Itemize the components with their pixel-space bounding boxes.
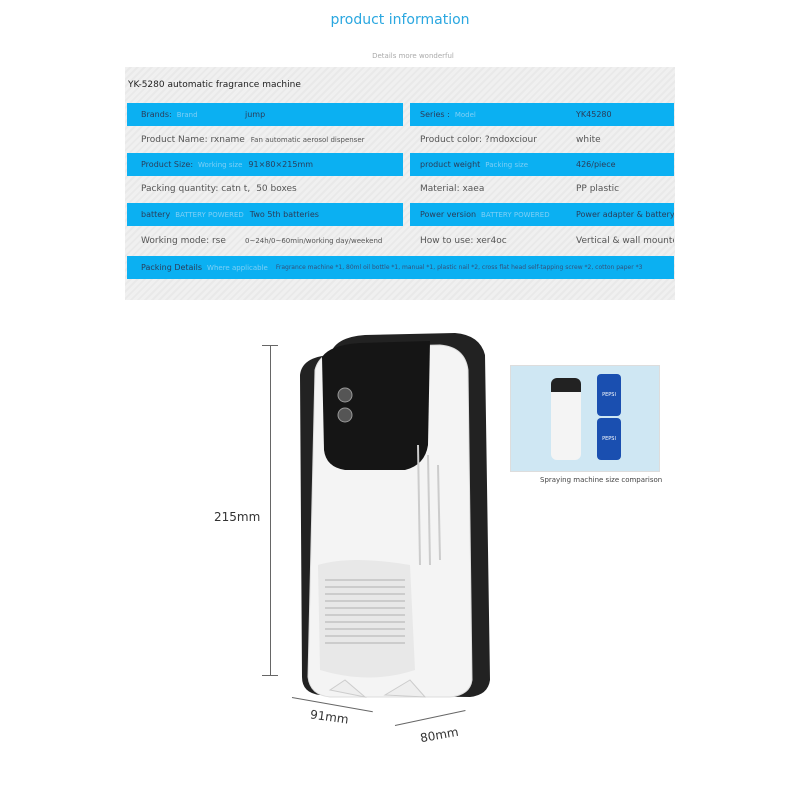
spec-value: jump bbox=[245, 110, 266, 119]
spec-label-group: Working mode: rse bbox=[141, 236, 239, 246]
spec-left-row-0: Brands: Brand jump bbox=[127, 103, 403, 126]
fragrance-dispenser-image bbox=[300, 333, 490, 698]
spec-label: Brands: bbox=[141, 110, 172, 119]
spec-label-group: Material: xaea bbox=[420, 184, 570, 194]
packing-label: Packing Details bbox=[141, 263, 203, 272]
foot bbox=[383, 679, 427, 698]
packing-label-group: Packing Details Where applicable bbox=[141, 263, 268, 272]
spec-label: Product color: ?mdoxciour bbox=[420, 134, 537, 145]
spec-label-group: Series : Model bbox=[420, 110, 570, 119]
height-tick-top bbox=[262, 345, 278, 346]
vent-panel bbox=[318, 560, 415, 678]
spec-label: Power version bbox=[420, 210, 477, 219]
height-dimension-line bbox=[270, 345, 271, 675]
size-comparison-image: PEPSI PEPSI bbox=[510, 365, 660, 472]
section-title: product information bbox=[330, 12, 470, 28]
height-tick-bottom bbox=[262, 675, 278, 676]
spec-label: Packing quantity: catn t, bbox=[141, 183, 251, 194]
depth-label: 80mm bbox=[419, 724, 460, 746]
spec-label: Product Size: bbox=[141, 160, 194, 169]
spec-right-row-0: Series : Model YK45280 bbox=[410, 103, 674, 126]
spec-left-row-2: Product Size: Working size 91×80×215mm bbox=[127, 153, 403, 176]
button-icon bbox=[337, 407, 353, 423]
spec-hint: Packing size bbox=[485, 160, 529, 169]
button-icon bbox=[337, 387, 353, 403]
spec-label-group: product weight Packing size bbox=[420, 160, 570, 169]
packing-value: Fragrance machine *1, 80ml oil bottle *1… bbox=[275, 263, 643, 271]
spec-right-row-5: How to use: xer4oc Vertical & wall mounte… bbox=[410, 229, 674, 252]
comparison-caption: Spraying machine size comparison bbox=[540, 476, 663, 484]
spec-label-group: Power version BATTERY POWERED bbox=[420, 210, 570, 219]
spec-left-row-4: battery BATTERY POWERED Two 5th batteries bbox=[127, 203, 403, 226]
spec-value: white bbox=[576, 134, 601, 145]
spec-left-row-3: Packing quantity: catn t, 50 boxes bbox=[127, 177, 403, 200]
spec-value: 0~24h/0~60min/working day/weekend bbox=[245, 236, 383, 245]
spec-left-row-1: Product Name: rxname Fan automatic aeroso… bbox=[127, 128, 403, 151]
spec-label: Product Name: rxname bbox=[141, 134, 245, 145]
height-label: 215mm bbox=[214, 510, 261, 524]
spec-right-row-1: Product color: ?mdoxciour white bbox=[410, 128, 674, 151]
foot bbox=[328, 679, 367, 698]
spec-label: Series : bbox=[420, 110, 450, 119]
spec-value: PP plastic bbox=[576, 183, 620, 194]
spec-label: Working mode: rse bbox=[141, 235, 226, 246]
spec-value: Vertical & wall mounted bbox=[576, 235, 674, 246]
depth-dimension-line bbox=[394, 710, 466, 726]
spec-label-group: Product Name: rxname bbox=[141, 135, 245, 145]
spec-label-group: How to use: xer4oc bbox=[420, 236, 570, 246]
spec-right-row-4: Power version BATTERY POWERED Power adapte… bbox=[410, 203, 674, 226]
spec-hint: Model bbox=[454, 110, 476, 119]
packing-row: Packing Details Where applicable Fragran… bbox=[127, 256, 674, 279]
spec-value: Fan automatic aerosol dispenser bbox=[250, 135, 365, 144]
spec-value: 91×80×215mm bbox=[248, 160, 314, 169]
spec-right-row-3: Material: xaea PP plastic bbox=[410, 177, 674, 200]
spec-label-group: Product color: ?mdoxciour bbox=[420, 135, 570, 145]
spec-value: 426/piece bbox=[576, 160, 616, 169]
product-title: YK-5280 automatic fragrance machine bbox=[128, 80, 301, 90]
width-label: 91mm bbox=[309, 707, 350, 727]
dispenser-thumbnail bbox=[551, 378, 581, 460]
packing-hint: Where applicable bbox=[207, 263, 268, 272]
spec-value: Two 5th batteries bbox=[249, 210, 319, 219]
side-vents bbox=[417, 444, 441, 566]
spec-hint: Brand bbox=[176, 110, 198, 119]
dispenser-window bbox=[322, 341, 430, 470]
spec-label: battery bbox=[141, 210, 171, 219]
spec-value: 50 boxes bbox=[256, 183, 297, 194]
spec-hint: Working size bbox=[198, 160, 243, 169]
spec-label-group: Product Size: Working size bbox=[141, 160, 242, 169]
spec-label-group: Packing quantity: catn t, bbox=[141, 184, 250, 194]
spec-left-row-5: Working mode: rse 0~24h/0~60min/working d… bbox=[127, 229, 403, 252]
spec-label: Material: xaea bbox=[420, 183, 485, 194]
spec-value: YK45280 bbox=[576, 110, 612, 119]
section-subtitle: Details more wonderful bbox=[372, 52, 454, 60]
pepsi-can-icon: PEPSI bbox=[597, 374, 621, 416]
spec-right-row-2: product weight Packing size 426/piece bbox=[410, 153, 674, 176]
pepsi-can-icon: PEPSI bbox=[597, 418, 621, 460]
spec-hint: BATTERY POWERED bbox=[175, 210, 244, 219]
spec-label: product weight bbox=[420, 160, 481, 169]
spec-label-group: battery BATTERY POWERED bbox=[141, 210, 244, 219]
spec-value: Power adapter & battery bbox=[576, 210, 674, 219]
vent-grille bbox=[325, 579, 405, 644]
spec-label: How to use: xer4oc bbox=[420, 235, 507, 246]
spec-label-group: Brands: Brand bbox=[141, 110, 239, 119]
spec-hint: BATTERY POWERED bbox=[481, 210, 550, 219]
